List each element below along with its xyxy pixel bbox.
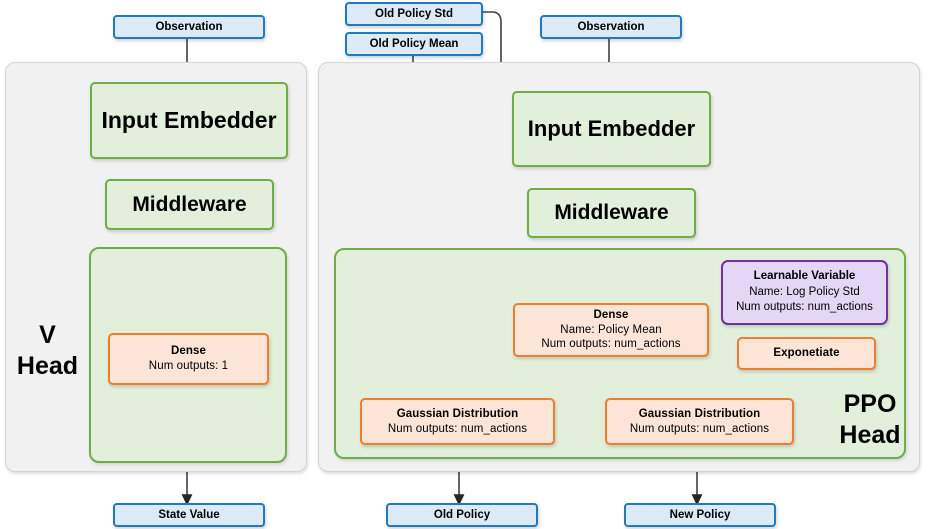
learnable-variable-name: Name: Log Policy Std <box>749 285 860 298</box>
v-head-caption-line2: Head <box>16 351 79 380</box>
old-policy-mean-input[interactable]: Old Policy Mean <box>345 32 483 56</box>
observation-input-v[interactable]: Observation <box>113 15 265 39</box>
old-policy-std-input[interactable]: Old Policy Std <box>345 2 483 26</box>
gaussian-new-title: Gaussian Distribution <box>638 407 761 420</box>
input-embedder-block-v[interactable]: Input Embedder <box>90 82 288 159</box>
dense-policy-mean-title: Dense <box>593 308 629 321</box>
dense-block-v[interactable]: Dense Num outputs: 1 <box>108 333 269 385</box>
exponentiate-block[interactable]: Exponetiate <box>737 337 876 370</box>
dense-block-v-title: Dense <box>170 345 207 358</box>
dense-policy-mean-outputs: Num outputs: num_actions <box>541 338 681 351</box>
middleware-block-v[interactable]: Middleware <box>105 179 274 230</box>
ppo-head-caption: PPO Head <box>818 389 922 450</box>
state-value-output[interactable]: State Value <box>113 503 265 527</box>
new-policy-output[interactable]: New Policy <box>624 503 776 527</box>
gaussian-old-outputs: Num outputs: num_actions <box>387 422 528 435</box>
old-policy-output[interactable]: Old Policy <box>386 503 538 527</box>
ppo-head-caption-line2: Head <box>839 420 901 449</box>
observation-input-ppo[interactable]: Observation <box>540 15 682 39</box>
gaussian-distribution-new-block[interactable]: Gaussian Distribution Num outputs: num_a… <box>605 398 794 445</box>
learnable-variable-title: Learnable Variable <box>753 269 856 282</box>
v-head-caption: V Head <box>10 320 85 381</box>
gaussian-new-outputs: Num outputs: num_actions <box>629 422 770 435</box>
ppo-head-caption-line1: PPO <box>843 390 897 418</box>
learnable-variable-block[interactable]: Learnable Variable Name: Log Policy Std … <box>721 260 888 325</box>
middleware-block-ppo[interactable]: Middleware <box>527 188 696 238</box>
dense-policy-mean-name: Name: Policy Mean <box>560 323 662 336</box>
learnable-variable-outputs: Num outputs: num_actions <box>736 301 873 314</box>
input-embedder-block-ppo[interactable]: Input Embedder <box>512 91 711 167</box>
gaussian-old-title: Gaussian Distribution <box>396 407 519 420</box>
dense-block-v-outputs: Num outputs: 1 <box>148 360 229 372</box>
exponentiate-label: Exponetiate <box>773 347 840 360</box>
dense-policy-mean-block[interactable]: Dense Name: Policy Mean Num outputs: num… <box>513 303 709 357</box>
v-head-caption-line1: V <box>39 321 56 349</box>
gaussian-distribution-old-block[interactable]: Gaussian Distribution Num outputs: num_a… <box>360 398 555 445</box>
